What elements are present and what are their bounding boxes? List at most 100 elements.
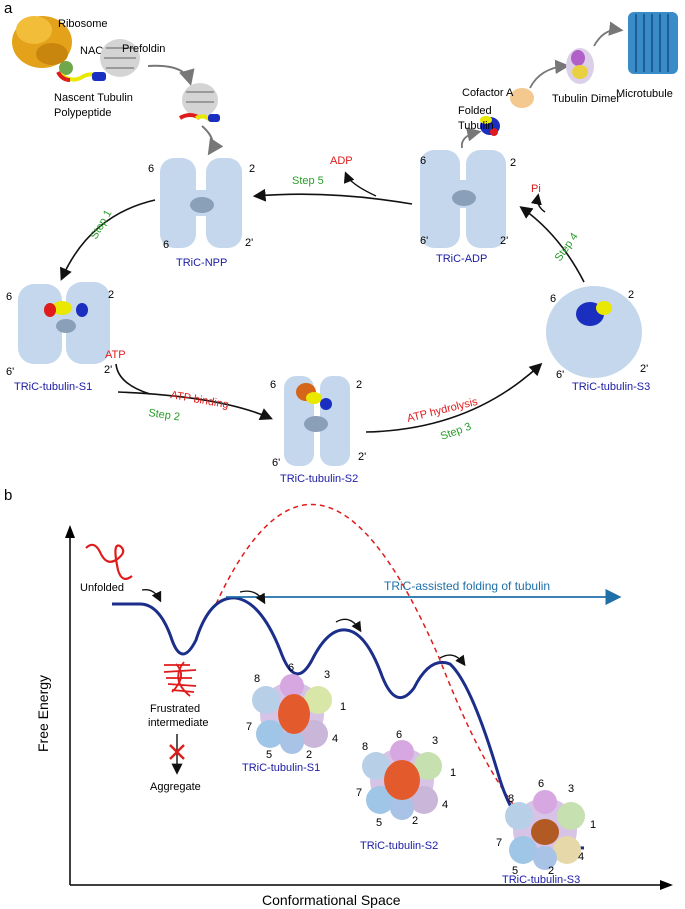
ring-s3-subunit-6: 6: [538, 778, 544, 790]
assisted-folding-label: TRiC-assisted folding of tubulin: [384, 579, 550, 593]
x-axis-title: Conformational Space: [262, 892, 401, 908]
s3-mark-6p: 6': [556, 369, 564, 381]
nac-label: NAC: [80, 45, 103, 57]
cofactor-a-icon: [510, 88, 534, 108]
nascent-label-line1: Nascent Tubulin: [54, 92, 133, 104]
panel-b-label: b: [4, 487, 12, 504]
npp-mark-6: 6: [148, 163, 154, 175]
s1-mark-6: 6: [6, 291, 12, 303]
y-axis-title: Free Energy: [35, 675, 51, 752]
tric-s2-density: [284, 376, 350, 466]
step3-arrow: [365, 362, 543, 433]
step5-label: Step 5: [292, 175, 324, 187]
ring-s2-subunit-6: 6: [396, 729, 402, 741]
nascent-label-line2: Polypeptide: [54, 107, 112, 119]
unfolded-chain-icon: [85, 543, 133, 580]
s1-mark-2: 2: [108, 289, 114, 301]
ring-s2-subunit-2: 2: [412, 815, 418, 827]
landscape-label-s1: TRiC-tubulin-S1: [242, 762, 320, 774]
ring-s1-subunit-6: 6: [288, 662, 294, 674]
tric-adp-density: [420, 150, 506, 248]
atp-label: ATP: [105, 349, 126, 361]
microtubule-icon: [628, 12, 678, 74]
prefoldin-icon: [100, 39, 140, 77]
folded-tubulin-icon: [480, 116, 500, 136]
ring-s1-subunit-2: 2: [306, 749, 312, 761]
arrow-to-npp: [201, 125, 224, 156]
frustrated-label-line2: intermediate: [148, 717, 209, 729]
microtubule-label: Microtubule: [616, 88, 673, 100]
step1-arrow: [60, 199, 156, 281]
pi-label: Pi: [531, 183, 541, 195]
ring-s3-subunit-7: 7: [496, 837, 502, 849]
s1-mark-6p: 6': [6, 366, 14, 378]
npp-mark-2: 2: [249, 163, 255, 175]
step2-label: Step 2: [148, 407, 181, 423]
adp-mark-2p: 2': [500, 235, 508, 247]
ring-s3-subunit-5: 5: [512, 865, 518, 877]
folded-label-line1: Folded: [458, 105, 492, 117]
adp-mark-6p: 6': [420, 235, 428, 247]
tubulin-dimer-label: Tubulin Dimer: [552, 93, 620, 105]
blocked-x-icon: [169, 744, 185, 760]
energy-landscape-curve: [112, 596, 585, 850]
step4-label: Step 4: [553, 231, 581, 264]
step1-label: Step 1: [88, 208, 114, 242]
ring-s1-density: [252, 674, 332, 754]
s3-mark-2: 2: [628, 289, 634, 301]
uncatalyzed-dashed-path: [215, 503, 561, 851]
aggregate-label: Aggregate: [150, 781, 201, 793]
arrow-to-dimer: [529, 59, 570, 89]
nac-icon: [59, 61, 73, 75]
ring-s3-subunit-1: 1: [590, 819, 596, 831]
atp-binding-label: ATP binding: [169, 389, 229, 411]
state-label-s3: TRiC-tubulin-S3: [572, 381, 650, 393]
ring-s3-subunit-2: 2: [548, 865, 554, 877]
hop-arrow-3: [335, 618, 362, 633]
y-axis-arrowhead: [65, 525, 75, 538]
x-axis-arrowhead: [660, 880, 673, 890]
prefoldin-complex-icon: [178, 83, 220, 122]
prefoldin-label: Prefoldin: [122, 43, 165, 55]
ring-s2-subunit-3: 3: [432, 735, 438, 747]
unfolded-label: Unfolded: [80, 582, 124, 594]
step4-arrow: [519, 206, 585, 283]
pi-release-arrow: [530, 193, 546, 213]
ring-s1-subunit-1: 1: [340, 701, 346, 713]
ring-s3-subunit-3: 3: [568, 783, 574, 795]
tubulin-dimer-icon: [566, 48, 594, 84]
ring-s1-subunit-3: 3: [324, 669, 330, 681]
s2-mark-6: 6: [270, 379, 276, 391]
npp-mark-2p: 2': [245, 237, 253, 249]
landscape-label-s3: TRiC-tubulin-S3: [502, 874, 580, 886]
ring-s3-subunit-4: 4: [578, 851, 584, 863]
step2-arrow: [117, 391, 273, 420]
step5-arrow: [252, 188, 413, 205]
s2-mark-6p: 6': [272, 457, 280, 469]
s1-mark-2p: 2': [104, 364, 112, 376]
adp-mark-2: 2: [510, 157, 516, 169]
ring-s2-subunit-1: 1: [450, 767, 456, 779]
folded-release-arrow: [460, 127, 482, 149]
s2-mark-2: 2: [356, 379, 362, 391]
ring-s2-subunit-4: 4: [442, 799, 448, 811]
atp-input-arrow: [115, 363, 151, 395]
frustrated-intermediate-icon: [163, 661, 197, 697]
ring-s2-subunit-7: 7: [356, 787, 362, 799]
ring-s2-subunit-8: 8: [362, 741, 368, 753]
hop-arrow-2: [239, 590, 266, 605]
ring-s1-subunit-7: 7: [246, 721, 252, 733]
state-label-npp: TRiC-NPP: [176, 257, 227, 269]
cofactor-a-label: Cofactor A: [462, 87, 514, 99]
step3-label: Step 3: [439, 421, 473, 443]
landscape-label-s2: TRiC-tubulin-S2: [360, 840, 438, 852]
adp-release-arrow: [343, 171, 377, 197]
tric-s1-density: [18, 282, 110, 364]
s3-mark-2p: 2': [640, 363, 648, 375]
ring-s2-density: [362, 740, 442, 820]
ribosome-icon: [12, 16, 72, 68]
frustrated-label-line1: Frustrated: [150, 703, 200, 715]
arrow-to-prefoldin-complex: [147, 64, 195, 86]
arrow-to-microtubule: [593, 21, 624, 47]
